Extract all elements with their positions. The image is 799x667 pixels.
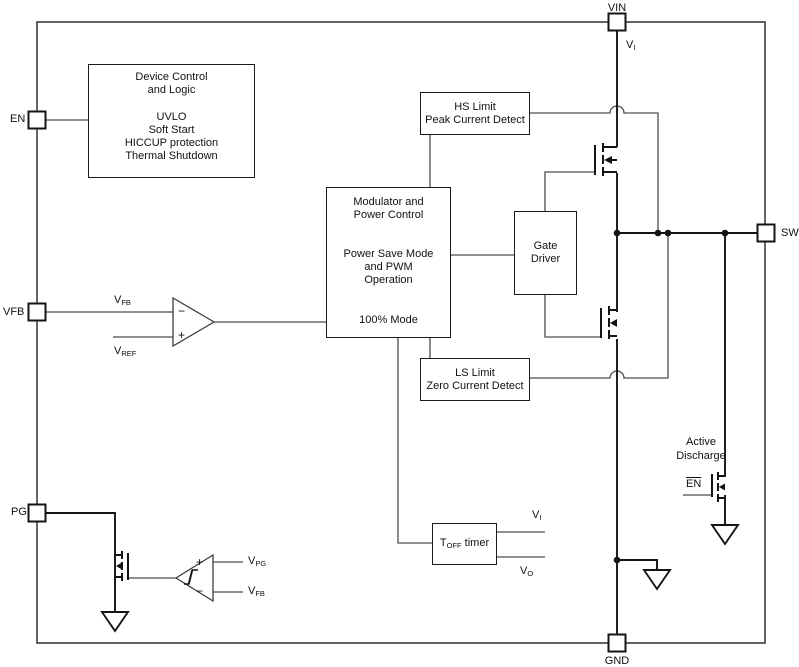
block-modulator: Modulator and Power Control Power Save M…	[326, 187, 451, 338]
pin-square-sw	[756, 223, 776, 243]
pin-square-vfb	[27, 302, 47, 322]
block-title-line: Device Control	[135, 71, 208, 83]
block-title-line: and Logic	[147, 84, 196, 96]
junction-dot	[664, 229, 672, 237]
ground-symbol-discharge	[710, 524, 740, 546]
pin-label-pg: PG	[11, 506, 27, 518]
label-vfb-comparator: VFB	[114, 294, 131, 307]
label-pg-vpg: VPG	[248, 555, 267, 568]
block-line: Peak Current Detect	[425, 113, 525, 126]
pin-square-vin	[607, 12, 627, 32]
block-line: Modulator and	[353, 196, 424, 208]
block-line: and PWM	[364, 261, 413, 273]
comparator-plus-sign: +	[178, 328, 186, 342]
label-toff-vo: VO	[520, 565, 534, 578]
ground-symbol-pg	[100, 611, 130, 633]
pin-label-sw: SW	[781, 227, 799, 239]
error-comparator	[172, 296, 216, 348]
label-active-discharge: Active Discharge	[676, 436, 726, 462]
block-line: Power Save Mode	[343, 248, 434, 260]
power-good-mosfet	[115, 551, 129, 581]
toff-sub: OFF	[446, 540, 462, 550]
label-toff-vi: VI	[532, 509, 542, 522]
comparator-minus-sign: −	[178, 304, 186, 318]
junction-dot	[613, 556, 621, 564]
junction-dot	[721, 229, 729, 237]
pin-square-en	[27, 110, 47, 130]
block-line: Operation	[364, 274, 413, 286]
block-line: TOFF timer	[440, 537, 489, 552]
pg-comparator-minus-sign: −	[196, 584, 204, 598]
junction-dot	[654, 229, 662, 237]
block-device-control: Device Control and Logic UVLO Soft Start…	[88, 64, 255, 178]
wire-ls-limit-sense	[530, 233, 669, 379]
wire-gate-driver-to-hs-gate	[544, 171, 595, 211]
block-line: Power Control	[353, 209, 424, 221]
label-vi-rail: VI	[626, 39, 636, 52]
wire-gnd-branch	[617, 559, 658, 570]
toff-main: T	[439, 536, 447, 549]
wire-hs-limit-sense	[530, 105, 659, 233]
pin-label-vfb: VFB	[3, 306, 25, 318]
junction-dot	[613, 229, 621, 237]
label-vref-comparator: VREF	[114, 345, 137, 358]
block-line: Gate	[533, 240, 558, 252]
block-hs-limit: HS Limit Peak Current Detect	[420, 92, 530, 135]
power-good-comparator	[174, 553, 214, 603]
ground-symbol-main	[642, 569, 672, 591]
block-toff-timer: TOFF timer	[432, 523, 497, 565]
device-boundary	[36, 21, 766, 644]
toff-rest: timer	[461, 536, 490, 549]
hysteresis-icon	[184, 569, 198, 585]
block-line: HS Limit	[454, 100, 496, 113]
pin-square-pg	[27, 503, 47, 523]
pin-label-vin: VIN	[607, 2, 627, 14]
wire-pg-pin-to-fet	[46, 512, 116, 612]
label-pg-vfb: VFB	[248, 585, 265, 598]
wire-gate-driver-to-ls-gate	[544, 295, 601, 338]
block-body-line: Soft Start	[148, 124, 195, 136]
power-wires	[46, 31, 757, 635]
block-ls-limit: LS Limit Zero Current Detect	[420, 358, 530, 401]
high-side-mosfet	[594, 143, 617, 176]
pin-square-gnd	[607, 633, 627, 653]
block-gate-driver: Gate Driver	[514, 211, 577, 295]
block-line: Zero Current Detect	[426, 379, 524, 392]
signal-wires	[46, 105, 712, 593]
low-side-mosfet	[600, 306, 617, 339]
block-body-line: Thermal Shutdown	[125, 150, 218, 162]
active-discharge-mosfet	[711, 472, 725, 502]
block-line: Driver	[530, 253, 561, 265]
pg-comparator-plus-sign: +	[196, 555, 204, 569]
block-body-line: UVLO	[156, 111, 187, 123]
block-line: LS Limit	[455, 366, 495, 379]
pin-label-en: EN	[10, 113, 26, 125]
label-en-bar: EN	[686, 478, 702, 490]
pin-label-gnd: GND	[604, 655, 630, 667]
block-line: 100% Mode	[359, 314, 418, 326]
wire-modulator-to-toff-timer	[397, 338, 432, 544]
block-body-line: HICCUP protection	[124, 137, 219, 149]
